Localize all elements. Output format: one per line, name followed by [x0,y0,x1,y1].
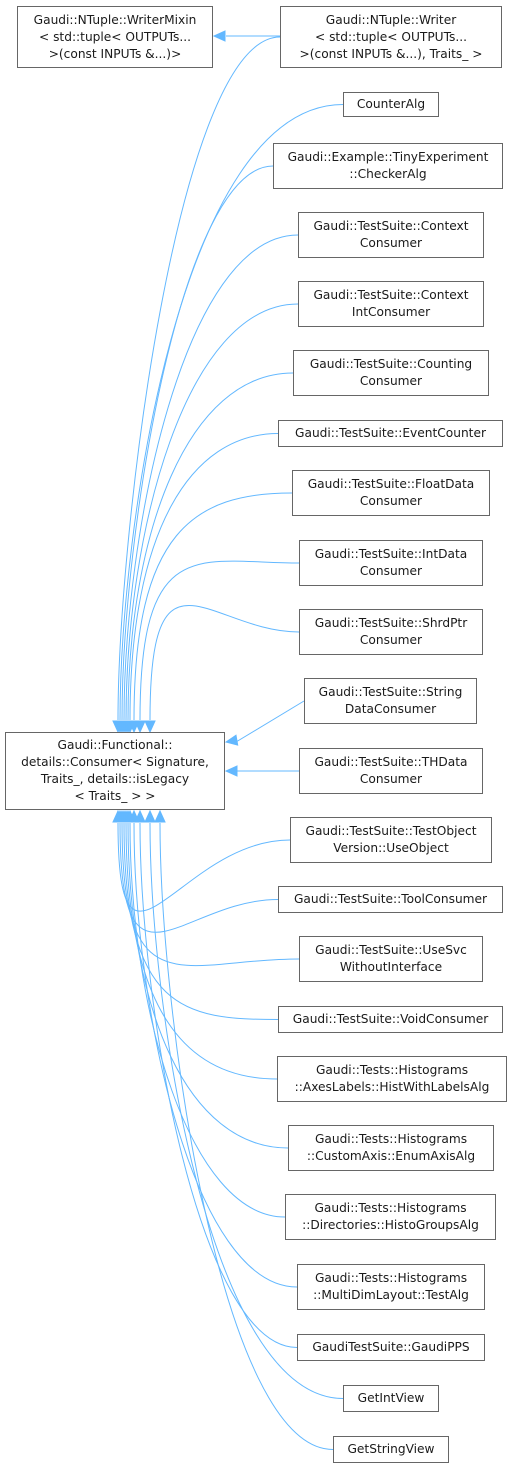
node-derived-class-label: GetStringView [347,1442,435,1456]
arrow-head [134,809,146,823]
node-derived-class-label: CounterAlg [356,97,426,111]
node-derived-class[interactable]: Gaudi::TestSuite::Context Consumer [298,212,484,258]
node-derived-class[interactable]: Gaudi::TestSuite::IntData Consumer [299,540,483,586]
node-derived-class[interactable]: GaudiTestSuite::GaudiPPS [297,1334,485,1361]
edge-derived-to-base [127,822,289,1149]
node-writer-mixin[interactable]: Gaudi::NTuple::WriterMixin < std::tuple<… [17,6,213,68]
node-derived-class-label: Gaudi::TestSuite::TestObject Version::Us… [305,824,477,855]
edge-derived-to-base [133,822,298,1288]
node-functional-consumer[interactable]: Gaudi::Functional:: details::Consumer< S… [5,732,225,810]
node-derived-class[interactable]: Gaudi::TestSuite::VoidConsumer [278,1006,503,1033]
node-derived-class-label: Gaudi::Tests::Histograms ::CustomAxis::E… [306,1132,476,1163]
edge-derived-to-base [235,700,305,743]
edge-derived-to-base [121,165,274,721]
node-derived-class-label: Gaudi::TestSuite::Counting Consumer [309,357,473,388]
node-derived-class-label: Gaudi::TestSuite::EventCounter [295,426,486,440]
edge-derived-to-base [139,822,298,1348]
node-derived-class[interactable]: Gaudi::TestSuite::Counting Consumer [293,350,489,396]
node-derived-class[interactable]: Gaudi::TestSuite::FloatData Consumer [292,470,490,516]
edge-derived-to-base [125,822,278,1080]
edge-derived-to-base [139,560,300,721]
arrow-head [212,30,226,42]
node-derived-class[interactable]: GetIntView [343,1385,439,1412]
node-derived-class-label: GetIntView [357,1391,425,1405]
node-derived-class-label: Gaudi::TestSuite::Context Consumer [313,219,469,250]
node-derived-class[interactable]: Gaudi::TestSuite::Context IntConsumer [298,281,484,327]
node-derived-class[interactable]: Gaudi::TestSuite::ShrdPtr Consumer [299,609,483,655]
node-derived-class[interactable]: Gaudi::TestSuite::ToolConsumer [278,886,503,913]
node-derived-class[interactable]: CounterAlg [343,92,439,117]
node-derived-class[interactable]: Gaudi::Tests::Histograms ::CustomAxis::E… [288,1125,494,1171]
node-derived-class-label: Gaudi::TestSuite::FloatData Consumer [307,477,475,508]
node-derived-class[interactable]: Gaudi::Example::TinyExperiment ::Checker… [273,143,503,189]
node-derived-class-label: Gaudi::TestSuite::ToolConsumer [293,892,488,906]
node-derived-class-label: Gaudi::TestSuite::ShrdPtr Consumer [314,616,468,647]
node-derived-class-label: GaudiTestSuite::GaudiPPS [312,1340,470,1354]
node-derived-class[interactable]: Gaudi::TestSuite::EventCounter [278,420,503,447]
edge-derived-to-base [125,303,299,721]
node-derived-class[interactable]: Gaudi::Tests::Histograms ::Directories::… [285,1194,496,1240]
node-derived-class[interactable]: GetStringView [333,1436,449,1463]
node-derived-class-label: Gaudi::Tests::Histograms ::AxesLabels::H… [294,1063,490,1094]
node-derived-class-label: Gaudi::Tests::Histograms ::Directories::… [302,1201,479,1232]
node-derived-class-label: Gaudi::TestSuite::String DataConsumer [318,685,463,716]
node-derived-class[interactable]: Gaudi::TestSuite::UseSvc WithoutInterfac… [299,936,483,982]
edge-derived-to-base [129,822,286,1218]
arrow-head [144,720,156,734]
edge-derived-to-base [127,372,294,721]
node-derived-class-label: Gaudi::Tests::Histograms ::MultiDimLayou… [313,1271,469,1302]
edge-writer-to-base [117,36,281,721]
node-derived-class-label: Gaudi::Example::TinyExperiment ::Checker… [287,150,489,181]
node-derived-class[interactable]: Gaudi::TestSuite::String DataConsumer [304,678,477,724]
edge-derived-to-base [121,822,300,967]
edge-derived-to-base [149,605,300,721]
node-derived-class[interactable]: Gaudi::Tests::Histograms ::AxesLabels::H… [277,1056,507,1102]
edge-derived-to-base [123,822,279,1020]
node-writer-label: Gaudi::NTuple::Writer < std::tuple< OUTP… [299,12,483,61]
node-derived-class-label: Gaudi::TestSuite::Context IntConsumer [313,288,469,319]
node-writer[interactable]: Gaudi::NTuple::Writer < std::tuple< OUTP… [280,6,502,68]
edge-derived-to-base [123,234,299,721]
edge-derived-to-base [117,822,291,912]
edge-derived-to-base [159,822,334,1450]
node-derived-class-label: Gaudi::TestSuite::THData Consumer [314,755,468,786]
edge-derived-to-base [133,492,293,721]
node-derived-class-label: Gaudi::TestSuite::VoidConsumer [292,1012,489,1026]
node-derived-class[interactable]: Gaudi::TestSuite::TestObject Version::Us… [290,817,492,863]
arrow-head [154,809,166,823]
edge-derived-to-base [149,822,344,1399]
node-derived-class[interactable]: Gaudi::TestSuite::THData Consumer [299,748,483,794]
edge-derived-to-base [119,822,279,933]
edge-derived-to-base [129,433,279,721]
arrow-head [144,809,156,823]
node-writer-mixin-label: Gaudi::NTuple::WriterMixin < std::tuple<… [33,12,197,61]
arrow-head [134,720,146,734]
node-derived-class-label: Gaudi::TestSuite::UseSvc WithoutInterfac… [315,943,467,974]
arrow-head [224,765,238,777]
node-derived-class-label: Gaudi::TestSuite::IntData Consumer [314,547,468,578]
node-derived-class[interactable]: Gaudi::Tests::Histograms ::MultiDimLayou… [297,1264,485,1310]
node-functional-consumer-label: Gaudi::Functional:: details::Consumer< S… [21,738,209,803]
arrow-head [224,734,239,746]
